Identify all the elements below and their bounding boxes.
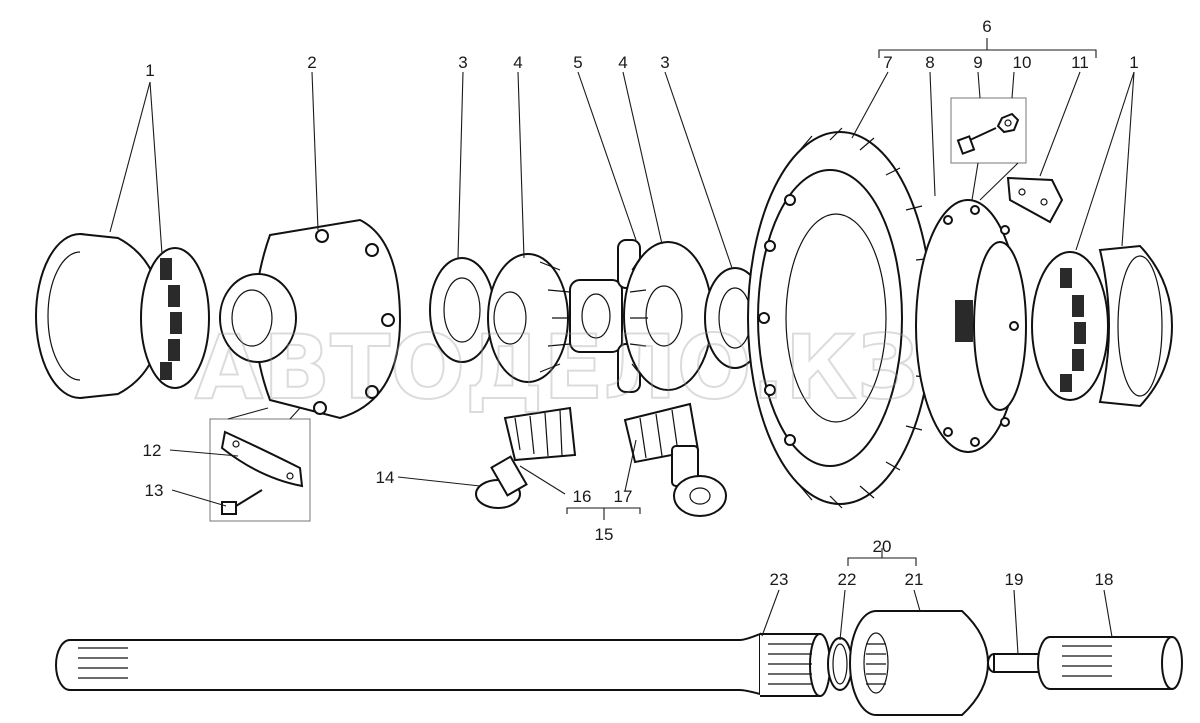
callout-9: 9 (973, 53, 982, 72)
callout-12: 12 (143, 441, 162, 460)
callout-14: 14 (376, 468, 395, 487)
callout-17: 17 (614, 487, 633, 506)
callout-10: 10 (1013, 53, 1032, 72)
callout-numbers: 1 2 3 4 5 4 3 6 7 8 9 10 11 1 12 13 14 1… (143, 17, 1139, 589)
callout-3-left: 3 (458, 53, 467, 72)
callout-20: 20 (873, 537, 892, 556)
callout-8: 8 (925, 53, 934, 72)
callout-19: 19 (1005, 570, 1024, 589)
differential-case (915, 199, 1027, 453)
callout-3-right: 3 (660, 53, 669, 72)
housing-cover (219, 218, 402, 420)
snap-ring (827, 637, 853, 691)
callout-1-left: 1 (145, 61, 154, 80)
thrust-washer-left (429, 257, 495, 363)
leader-lines (109, 38, 1135, 655)
callout-15: 15 (595, 525, 614, 544)
side-gear-left (487, 253, 574, 383)
callout-4-right: 4 (618, 53, 627, 72)
inset-bolt-nut (950, 97, 1027, 164)
watermark-text: АВТОДЕЛО.КЗ (195, 316, 919, 419)
callout-22: 22 (838, 570, 857, 589)
callout-21: 21 (905, 570, 924, 589)
coupling-sleeve (849, 610, 990, 716)
callout-1-right: 1 (1129, 53, 1138, 72)
bearing-right (1031, 244, 1174, 408)
callout-18: 18 (1095, 570, 1114, 589)
bearing-left (35, 233, 210, 399)
callout-7: 7 (883, 53, 892, 72)
callout-4-left: 4 (513, 53, 522, 72)
crown-wheel (747, 127, 938, 509)
lock-plate (1006, 176, 1064, 224)
callout-13: 13 (145, 481, 164, 500)
callout-11: 11 (1071, 53, 1089, 72)
inset-plate-bolt (209, 418, 311, 522)
callout-16: 16 (573, 487, 592, 506)
callout-23: 23 (770, 570, 789, 589)
stub-shaft (987, 636, 1183, 690)
callout-5: 5 (573, 53, 582, 72)
callout-2: 2 (307, 53, 316, 72)
axle-shaft (55, 632, 831, 697)
pinion-set (475, 402, 727, 517)
callout-6: 6 (982, 17, 991, 36)
